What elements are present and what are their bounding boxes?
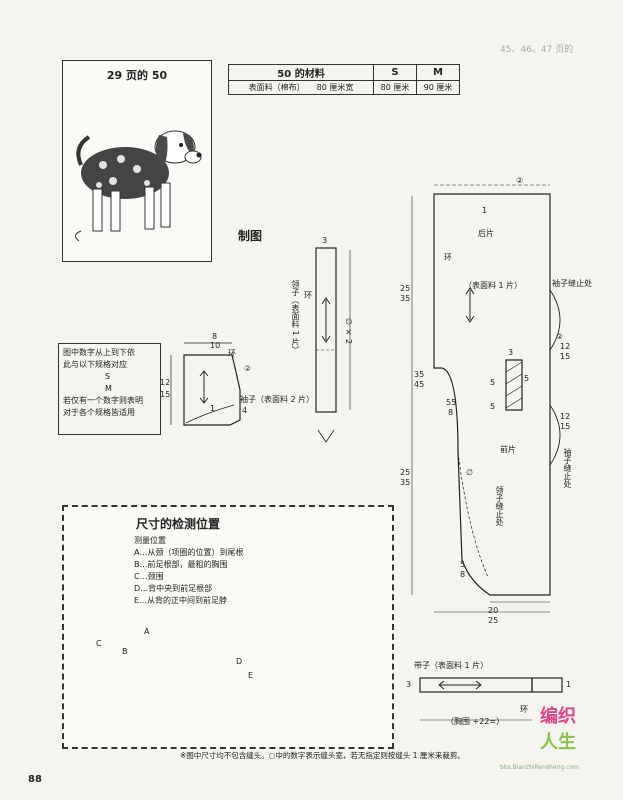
body-n5c: 5 <box>490 402 496 411</box>
strap-n1: 1 <box>566 680 572 689</box>
photo-title: 29 页的 50 <box>106 69 168 82</box>
sleeve-stop-2: 袖子缝止处 <box>563 448 572 488</box>
sleeve-piece <box>183 354 241 426</box>
size-note-box: 图中数字从上到下依 此与以下规格对应 S M 若仅有一个数字则表明 对于各个规格… <box>58 343 161 435</box>
sleeve-label: 袖子（表面料 2 片） <box>240 395 315 404</box>
mark-b: B <box>122 647 128 656</box>
note-line: 若仅有一个数字则表明 <box>63 396 143 405</box>
note-line: 图中数字从上到下依 <box>63 348 135 357</box>
collar-label: 领子（表面料 1 片） <box>291 280 300 355</box>
sleeve-ring: 环 <box>228 349 236 358</box>
body-n15a: 15 <box>560 352 571 361</box>
collar-piece <box>315 247 337 413</box>
row-s: 80 厘米 <box>373 80 417 95</box>
note-line: 此与以下规格对应 <box>63 360 127 369</box>
measure-title: 尺寸的检测位置 <box>136 517 221 531</box>
sleeve-n15: 15 <box>160 390 171 399</box>
strap-n3: 3 <box>406 680 412 689</box>
collar-stop: 领子缝止处 <box>495 486 504 526</box>
measure-item-c: C…颈围 <box>134 572 164 581</box>
measure-item-b: B…前足根部，最粗的胸围 <box>134 560 228 569</box>
body-n3: 3 <box>508 348 514 357</box>
body-n25b: 25 <box>400 468 411 477</box>
row-m: 90 厘米 <box>416 80 460 95</box>
body-n35b: 35 <box>400 478 411 487</box>
measure-item-d: D…背中央到前足根部 <box>134 584 213 593</box>
note-line: 对于各个规格皆适用 <box>63 408 135 417</box>
sleeve-n8: 8 <box>212 332 218 341</box>
materials-table: 50 的材料 S M 表面料（棉布）80 厘米宽 80 厘米 90 厘米 <box>228 64 460 95</box>
collar-ring: 环 <box>304 291 312 300</box>
strap-ring: 环 <box>520 705 528 714</box>
measure-item-e: E…从背的正中间到前足脖 <box>134 596 228 605</box>
body-n1: 1 <box>482 206 488 215</box>
body-n5d: 5 <box>460 560 466 569</box>
body-n5a: 5 <box>490 378 496 387</box>
footnote: ※图中尺寸均不包含缝头。○中的数字表示缝头宽，若无指定则按缝头 1 厘米来裁剪。 <box>180 751 465 760</box>
measure-item-a: A…从颈（项圈的位置）到尾根 <box>134 548 244 557</box>
mark-e: E <box>248 671 254 680</box>
sleeve-n1: 1 <box>210 404 216 413</box>
body-n35: 35 <box>414 370 425 379</box>
page-number: 88 <box>28 774 42 785</box>
watermark-url: bbs.BianzhiRensheng.com <box>500 764 579 771</box>
back-fabric: （表面料 1 片） <box>464 281 523 290</box>
body-n12a: 12 <box>560 342 571 351</box>
note-line: M <box>105 384 112 393</box>
note-line: S <box>105 372 111 381</box>
watermark-line1: 编织 <box>540 706 576 727</box>
body-n35a: 35 <box>400 294 411 303</box>
watermark: 编织 人生 <box>540 702 576 754</box>
measurement-box: 尺寸的检测位置 测量位置 A…从颈（项圈的位置）到尾根 B…前足根部，最粗的胸围… <box>62 505 394 749</box>
back-label: 后片 <box>478 229 494 238</box>
sleeve-stop-1: 袖子缝止处 <box>552 279 592 288</box>
sleeve-n10: 10 <box>210 341 221 350</box>
body-n12b: 12 <box>560 412 571 421</box>
mark-a: A <box>144 627 150 636</box>
body-n25a: 25 <box>400 284 411 293</box>
body-n20: 20 <box>488 606 499 615</box>
measure-list: 测量位置 A…从颈（项圈的位置）到尾根 B…前足根部，最粗的胸围 C…颈围 D…… <box>134 535 243 607</box>
draft-title: 制图 <box>238 229 263 243</box>
front-label: 前片 <box>500 445 516 454</box>
mark-c: C <box>96 639 102 648</box>
body-n15b: 15 <box>560 422 571 431</box>
body-phi: ∅ <box>466 468 473 477</box>
body-n8b: 8 <box>460 570 466 579</box>
body-n25: 25 <box>488 616 499 625</box>
mark-d: D <box>236 657 243 666</box>
strap-label: 带子（表面料 1 片） <box>414 661 489 670</box>
measure-subtitle: 测量位置 <box>134 536 166 545</box>
body-c2b: ② <box>556 332 564 341</box>
collar-dim: ∅ × 2 <box>344 318 353 345</box>
collar-n3: 3 <box>322 236 328 245</box>
faded-header: 45、46、47 页的 <box>500 45 574 55</box>
sleeve-c2: ② <box>244 364 252 373</box>
watermark-line2: 人生 <box>540 732 576 753</box>
body-n5b: 5 <box>524 374 530 383</box>
body-n45: 45 <box>414 380 425 389</box>
body-n55: 55 <box>446 398 457 407</box>
body-c2a: ② <box>516 176 524 185</box>
strap-dim: （胸围 +22=） <box>446 717 505 726</box>
body-ring: 环 <box>444 253 452 262</box>
sleeve-n12: 12 <box>160 378 171 387</box>
project-photo-box: 29 页的 50 <box>62 60 212 262</box>
dog-in-coat-illustration <box>75 130 202 242</box>
body-n8: 8 <box>448 408 454 417</box>
sleeve-n4: 4 <box>242 406 248 415</box>
